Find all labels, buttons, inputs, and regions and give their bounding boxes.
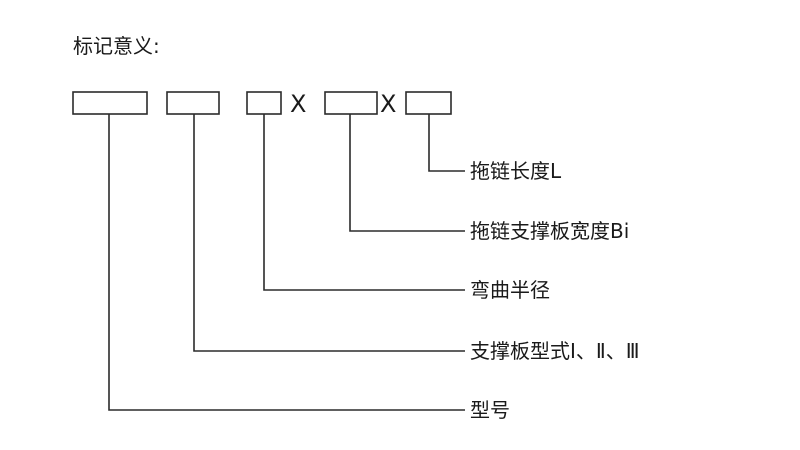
code-box-support-plate-width <box>324 91 378 115</box>
label-support-plate-width: 拖链支撑板宽度Bi <box>470 219 629 243</box>
separator-x-2: X <box>380 90 396 118</box>
leader-line-bend-radius <box>263 114 465 291</box>
leader-line-support-plate-width <box>349 114 465 232</box>
label-chain-length: 拖链长度L <box>470 159 562 183</box>
code-box-bend-radius <box>246 91 282 115</box>
leader-line-support-plate-type <box>193 114 465 352</box>
label-model: 型号 <box>470 398 510 422</box>
diagram-title: 标记意义: <box>73 34 160 58</box>
label-support-plate-type: 支撑板型式Ⅰ、Ⅱ、Ⅲ <box>470 339 640 363</box>
leader-line-model <box>108 114 465 411</box>
code-box-model <box>72 91 148 115</box>
leader-line-chain-length <box>428 114 465 172</box>
code-box-support-plate-type <box>166 91 220 115</box>
label-bend-radius: 弯曲半径 <box>470 278 550 302</box>
code-box-chain-length <box>405 91 452 115</box>
separator-x-1: X <box>290 90 306 118</box>
